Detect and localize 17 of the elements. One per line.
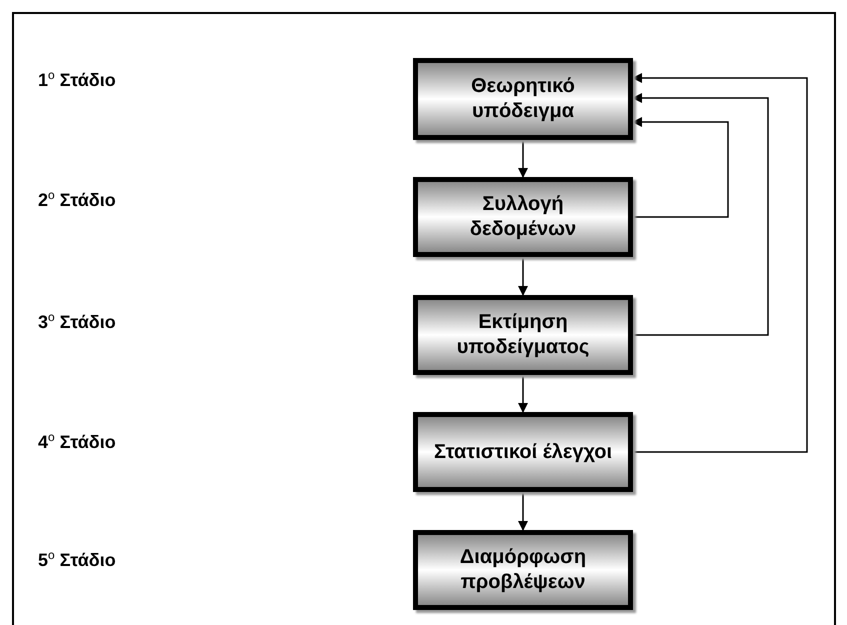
stage-label: 4$^{o}$ Στάδιο: [38, 430, 116, 453]
arrow: [632, 73, 808, 453]
process-box: Θεωρητικό υπόδειγμα: [413, 58, 633, 140]
arrow: [632, 93, 769, 336]
process-box: Στατιστικοί έλεγχοι: [413, 412, 633, 492]
arrow: [518, 257, 528, 296]
process-box: Εκτίμηση υποδείγματος: [413, 295, 633, 375]
process-box: Συλλογή δεδομένων: [413, 177, 633, 257]
arrow: [518, 375, 528, 413]
arrow: [632, 117, 729, 218]
stage-label: 3$^{o}$ Στάδιο: [38, 310, 116, 333]
arrow: [518, 140, 528, 178]
stage-label: 1$^{o}$ Στάδιο: [38, 68, 116, 91]
stage-label: 2$^{o}$ Στάδιο: [38, 188, 116, 211]
arrow: [518, 492, 528, 531]
process-box: Διαμόρφωση προβλέψεων: [413, 530, 633, 610]
stage-label: 5$^{o}$ Στάδιο: [38, 548, 116, 571]
